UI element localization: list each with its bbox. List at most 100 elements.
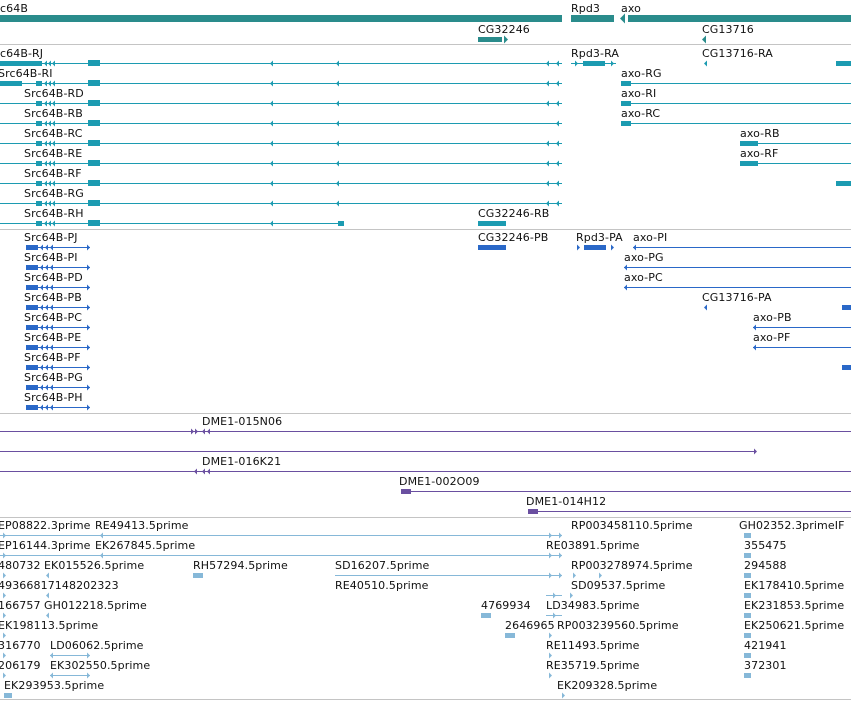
protein-domain[interactable] bbox=[26, 365, 38, 370]
strand-arrow[interactable] bbox=[195, 428, 198, 435]
strand-arrow[interactable] bbox=[45, 364, 48, 371]
strand-arrow[interactable] bbox=[549, 572, 552, 579]
strand-arrow[interactable] bbox=[46, 592, 49, 599]
strand-arrow[interactable] bbox=[50, 652, 53, 659]
est-label[interactable]: EP08822.3prime bbox=[0, 519, 91, 532]
strand-arrow[interactable] bbox=[207, 468, 210, 475]
strand-arrow[interactable] bbox=[50, 344, 53, 351]
protein-label[interactable]: axo-PF bbox=[753, 331, 791, 344]
exon[interactable] bbox=[621, 81, 631, 86]
transcript-label[interactable]: axo-RB bbox=[740, 127, 780, 140]
exon[interactable] bbox=[88, 140, 100, 146]
strand-arrow[interactable] bbox=[87, 304, 90, 311]
exon[interactable] bbox=[583, 61, 605, 66]
strand-arrow[interactable] bbox=[50, 304, 53, 311]
est-label[interactable]: 480732 bbox=[0, 559, 41, 572]
exon[interactable] bbox=[88, 180, 100, 186]
strand-arrow[interactable] bbox=[549, 672, 552, 679]
strand-arrow[interactable] bbox=[50, 324, 53, 331]
strand-arrow[interactable] bbox=[546, 80, 549, 87]
strand-arrow[interactable] bbox=[52, 60, 55, 67]
strand-arrow[interactable] bbox=[45, 384, 48, 391]
clone-end[interactable] bbox=[528, 509, 538, 514]
strand-arrow[interactable] bbox=[546, 180, 549, 187]
exon[interactable] bbox=[478, 221, 506, 226]
strand-arrow[interactable] bbox=[336, 80, 339, 87]
strand-arrow[interactable] bbox=[87, 672, 90, 679]
exon[interactable] bbox=[36, 181, 42, 186]
strand-arrow[interactable] bbox=[553, 592, 556, 599]
strand-arrow[interactable] bbox=[549, 552, 552, 559]
protein-label[interactable]: CG13716-PA bbox=[702, 291, 772, 304]
strand-arrow[interactable] bbox=[40, 324, 43, 331]
protein-label[interactable]: Src64B-PB bbox=[24, 291, 82, 304]
strand-arrow[interactable] bbox=[270, 180, 273, 187]
exon[interactable] bbox=[740, 141, 758, 146]
strand-arrow[interactable] bbox=[202, 428, 205, 435]
strand-arrow[interactable] bbox=[50, 244, 53, 251]
protein-label[interactable]: Src64B-PJ bbox=[24, 231, 78, 244]
strand-arrow[interactable] bbox=[577, 244, 580, 251]
protein-domain[interactable] bbox=[584, 245, 606, 250]
strand-arrow[interactable] bbox=[45, 324, 48, 331]
strand-arrow[interactable] bbox=[3, 552, 6, 559]
est-label[interactable]: 166757 bbox=[0, 599, 41, 612]
strand-arrow[interactable] bbox=[44, 60, 47, 67]
transcript-label[interactable]: CG13716-RA bbox=[702, 47, 773, 60]
strand-arrow[interactable] bbox=[270, 140, 273, 147]
strand-arrow[interactable] bbox=[87, 364, 90, 371]
est-label[interactable]: 355475 bbox=[744, 539, 787, 552]
transcript-label[interactable]: Rpd3-RA bbox=[571, 47, 619, 60]
protein-label[interactable]: Src64B-PI bbox=[24, 251, 78, 264]
clone-end[interactable] bbox=[401, 489, 411, 494]
transcript-label[interactable]: axo-RC bbox=[621, 107, 661, 120]
exon[interactable] bbox=[338, 221, 344, 226]
strand-arrow[interactable] bbox=[50, 264, 53, 271]
protein-label[interactable]: axo-PB bbox=[753, 311, 792, 324]
strand-arrow[interactable] bbox=[556, 80, 559, 87]
est-label[interactable]: EK267845.5prime bbox=[95, 539, 196, 552]
strand-arrow[interactable] bbox=[3, 672, 6, 679]
est-label[interactable]: RE49413.5prime bbox=[95, 519, 189, 532]
strand-arrow[interactable] bbox=[702, 35, 706, 44]
strand-arrow[interactable] bbox=[100, 532, 103, 539]
strand-arrow[interactable] bbox=[40, 344, 43, 351]
strand-arrow[interactable] bbox=[52, 180, 55, 187]
strand-arrow[interactable] bbox=[44, 200, 47, 207]
protein-domain[interactable] bbox=[26, 245, 38, 250]
gene-label[interactable]: axo bbox=[621, 2, 641, 15]
strand-arrow[interactable] bbox=[546, 140, 549, 147]
est-label[interactable]: LD34983.5prime bbox=[546, 599, 640, 612]
strand-arrow[interactable] bbox=[546, 200, 549, 207]
est-label[interactable]: EK231853.5prime bbox=[744, 599, 845, 612]
strand-arrow[interactable] bbox=[48, 180, 51, 187]
strand-arrow[interactable] bbox=[44, 100, 47, 107]
strand-arrow[interactable] bbox=[48, 60, 51, 67]
transcript-label[interactable]: Src64B-RE bbox=[24, 147, 83, 160]
exon[interactable] bbox=[36, 81, 42, 86]
exon[interactable] bbox=[88, 220, 100, 226]
strand-arrow[interactable] bbox=[611, 60, 614, 67]
strand-arrow[interactable] bbox=[45, 244, 48, 251]
est-read[interactable] bbox=[744, 633, 751, 638]
est-read[interactable] bbox=[744, 573, 751, 578]
gene-label[interactable]: Rpd3 bbox=[571, 2, 601, 15]
exon[interactable] bbox=[36, 121, 42, 126]
strand-arrow[interactable] bbox=[52, 100, 55, 107]
strand-arrow[interactable] bbox=[556, 60, 559, 67]
est-read[interactable] bbox=[4, 693, 12, 698]
strand-arrow[interactable] bbox=[44, 180, 47, 187]
strand-arrow[interactable] bbox=[753, 344, 756, 351]
exon[interactable] bbox=[0, 61, 36, 66]
strand-arrow[interactable] bbox=[559, 552, 562, 559]
protein-label[interactable]: Src64B-PD bbox=[24, 271, 83, 284]
est-label[interactable]: RH57294.5prime bbox=[193, 559, 288, 572]
transcript-label[interactable]: Src64B-RD bbox=[24, 87, 84, 100]
exon[interactable] bbox=[88, 80, 100, 86]
strand-arrow[interactable] bbox=[270, 220, 273, 227]
strand-arrow[interactable] bbox=[3, 592, 6, 599]
est-read[interactable] bbox=[481, 613, 491, 618]
est-label[interactable]: RE03891.5prime bbox=[546, 539, 640, 552]
est-label[interactable]: 316770 bbox=[0, 639, 41, 652]
est-label[interactable]: SD09537.5prime bbox=[571, 579, 666, 592]
